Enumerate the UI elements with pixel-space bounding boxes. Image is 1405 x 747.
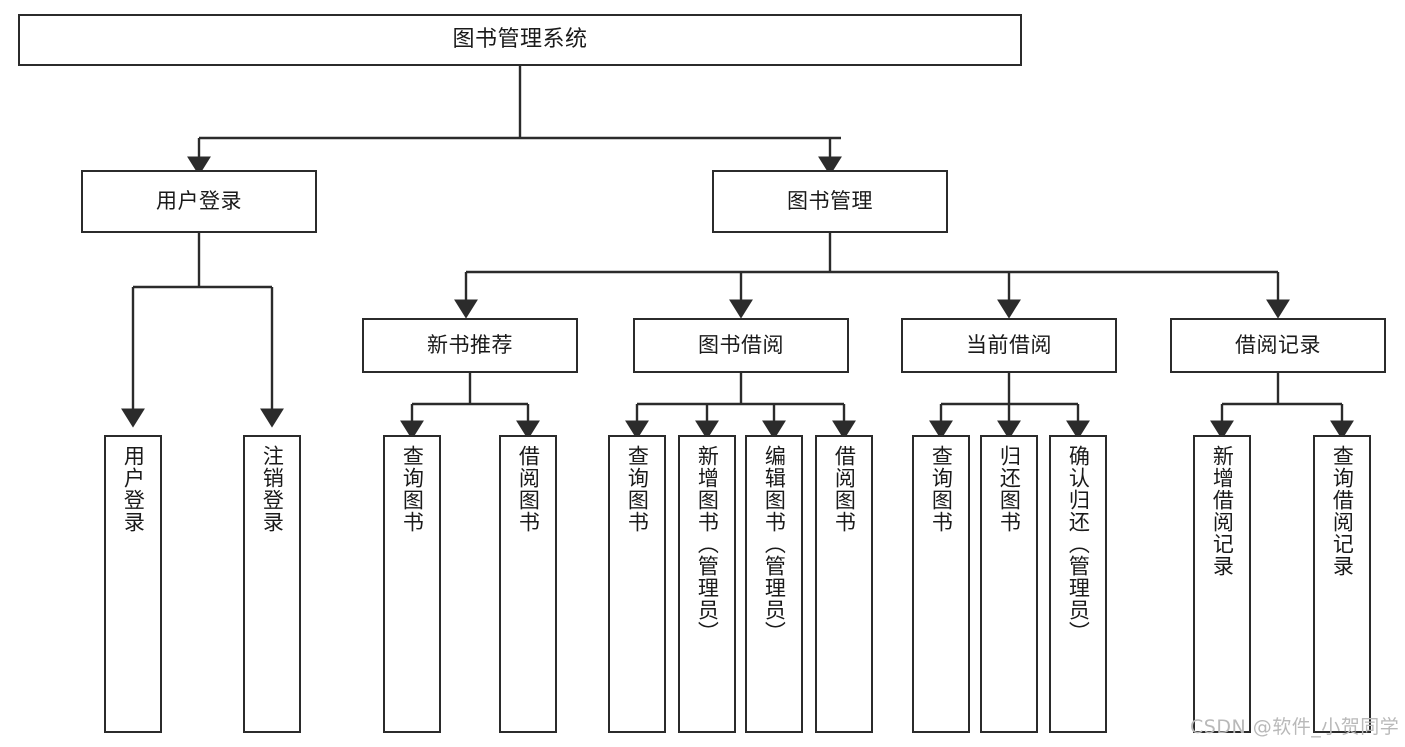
node-label: 当前借阅 [966,333,1052,358]
node-book-borrow[interactable]: 图书借阅 [633,318,849,373]
node-label: 用户登录 [156,189,242,214]
leaf-borrow-record-query[interactable]: 查询借阅记录 [1313,435,1371,733]
leaf-new-book-borrow[interactable]: 借阅图书 [499,435,557,733]
node-book-management[interactable]: 图书管理 [712,170,948,233]
leaf-user-login-login[interactable]: 用户登录 [104,435,162,733]
node-label: 新增借阅记录 [1210,445,1235,577]
node-label: 查询借阅记录 [1330,445,1355,577]
node-label: 归还图书 [997,445,1022,533]
node-label: 借阅记录 [1235,333,1321,358]
node-label: 查询图书 [929,445,954,533]
leaf-current-borrow-return[interactable]: 归还图书 [980,435,1038,733]
node-label: 查询图书 [625,445,650,533]
node-label: 图书管理系统 [452,27,588,53]
leaf-book-borrow-edit[interactable]: 编辑图书（管理员） [745,435,803,733]
node-root-system[interactable]: 图书管理系统 [18,14,1022,66]
node-label: 图书管理 [787,189,873,214]
node-label: 借阅图书 [516,445,541,533]
leaf-new-book-query[interactable]: 查询图书 [383,435,441,733]
leaf-borrow-record-add[interactable]: 新增借阅记录 [1193,435,1251,733]
node-label: 查询图书 [400,445,425,533]
leaf-book-borrow-add[interactable]: 新增图书（管理员） [678,435,736,733]
node-current-borrow[interactable]: 当前借阅 [901,318,1117,373]
watermark: CSDN @软件_小贺同学 [1190,716,1400,738]
node-label: 图书借阅 [698,333,784,358]
leaf-current-borrow-query[interactable]: 查询图书 [912,435,970,733]
node-label: 注销登录 [260,445,285,533]
node-label: 新增图书（管理员） [695,445,720,643]
leaf-current-borrow-confirm-return[interactable]: 确认归还（管理员） [1049,435,1107,733]
node-label: 新书推荐 [427,333,513,358]
node-label: 用户登录 [121,445,146,533]
node-label: 确认归还（管理员） [1066,445,1091,643]
leaf-user-login-logout[interactable]: 注销登录 [243,435,301,733]
node-new-book-recommend[interactable]: 新书推荐 [362,318,578,373]
node-user-login[interactable]: 用户登录 [81,170,317,233]
node-label: 借阅图书 [832,445,857,533]
node-label: 编辑图书（管理员） [762,445,787,643]
leaf-book-borrow-query[interactable]: 查询图书 [608,435,666,733]
leaf-book-borrow-borrow[interactable]: 借阅图书 [815,435,873,733]
node-borrow-record[interactable]: 借阅记录 [1170,318,1386,373]
